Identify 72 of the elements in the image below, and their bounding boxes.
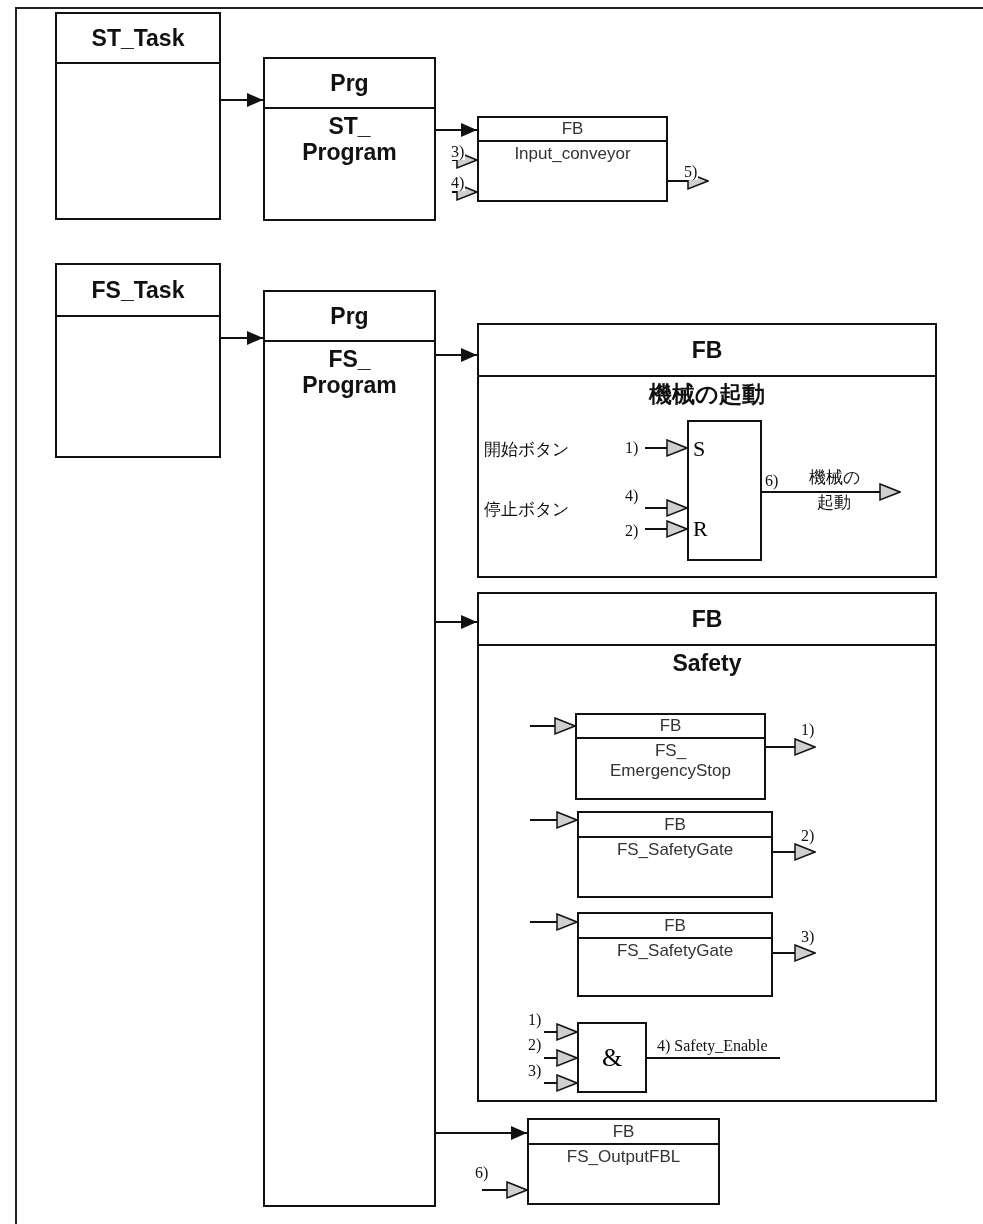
program-block — [263, 57, 436, 221]
arrow — [481, 1181, 528, 1199]
block-title: 機械の起動 — [649, 381, 765, 407]
block-header: FB — [577, 715, 764, 739]
program-block — [55, 263, 221, 458]
edge-label: 4) — [624, 488, 640, 504]
edge-label: 5) — [683, 164, 699, 180]
edge-label: 6) — [474, 1165, 490, 1181]
edge-label: 1) — [624, 440, 640, 456]
block-title: FS_SafetyGate — [615, 840, 735, 861]
arrow — [543, 1023, 578, 1041]
edge-label: 4) Safety_Enable — [656, 1038, 769, 1054]
block-title: Input_conveyor — [513, 144, 632, 165]
edge-label: 1) — [800, 722, 816, 738]
flip-flop-block — [687, 420, 762, 561]
arrow — [765, 738, 816, 756]
block-header: ST_Task — [57, 14, 219, 64]
block-title: FS_OutputFBL — [565, 1147, 682, 1168]
port-label: R — [693, 518, 708, 540]
block-header: Prg — [265, 292, 434, 342]
block-header: FB — [579, 813, 771, 838]
arrow — [435, 1126, 528, 1140]
block-header: FB — [479, 594, 935, 646]
arrow — [772, 944, 816, 962]
function-block — [527, 1118, 720, 1205]
arrow — [529, 811, 578, 829]
edge-label: 2) — [527, 1037, 543, 1053]
arrow — [543, 1049, 578, 1067]
edge-label: 6) — [764, 473, 780, 489]
arrow — [435, 348, 478, 362]
block-title: FS_ Program — [301, 346, 398, 399]
program-block — [263, 290, 436, 1207]
arrow — [220, 93, 264, 107]
block-title: FS_ EmergencyStop — [609, 741, 732, 782]
signal-label: 機械の起動 — [807, 466, 861, 514]
block-header: FB — [579, 914, 771, 939]
arrow — [761, 483, 901, 501]
block-header: FB — [479, 118, 666, 142]
block-title: FS_SafetyGate — [615, 941, 735, 962]
block-header: Prg — [265, 59, 434, 109]
edge-label: 2) — [800, 828, 816, 844]
arrow — [644, 499, 688, 517]
arrow — [772, 843, 816, 861]
function-block — [577, 811, 773, 898]
logic-gate: & — [577, 1022, 647, 1093]
arrow — [644, 520, 688, 538]
arrow — [529, 913, 578, 931]
edge-label: 2) — [624, 523, 640, 539]
connector-line — [646, 1057, 781, 1059]
block-header: FB — [479, 325, 935, 377]
block-title: Safety — [672, 650, 742, 676]
edge-label: 3) — [450, 144, 466, 160]
arrow — [543, 1074, 578, 1092]
block-header: FS_Task — [57, 265, 219, 317]
arrow — [435, 615, 478, 629]
function-block — [575, 713, 766, 800]
edge-label: 3) — [800, 929, 816, 945]
block-header: FB — [529, 1120, 718, 1145]
edge-label: 3) — [527, 1063, 543, 1079]
signal-label: 開始ボタン — [484, 438, 569, 461]
edge-label: 1) — [527, 1012, 543, 1028]
edge-label: 4) — [450, 175, 466, 191]
signal-label: 停止ボタン — [484, 498, 569, 521]
port-label: S — [693, 438, 706, 460]
arrow — [644, 439, 688, 457]
program-block — [55, 12, 221, 220]
arrow — [220, 331, 264, 345]
function-block — [477, 116, 668, 202]
block-title: ST_ Program — [301, 113, 398, 166]
arrow — [529, 717, 576, 735]
arrow — [435, 123, 478, 137]
function-block — [577, 912, 773, 997]
